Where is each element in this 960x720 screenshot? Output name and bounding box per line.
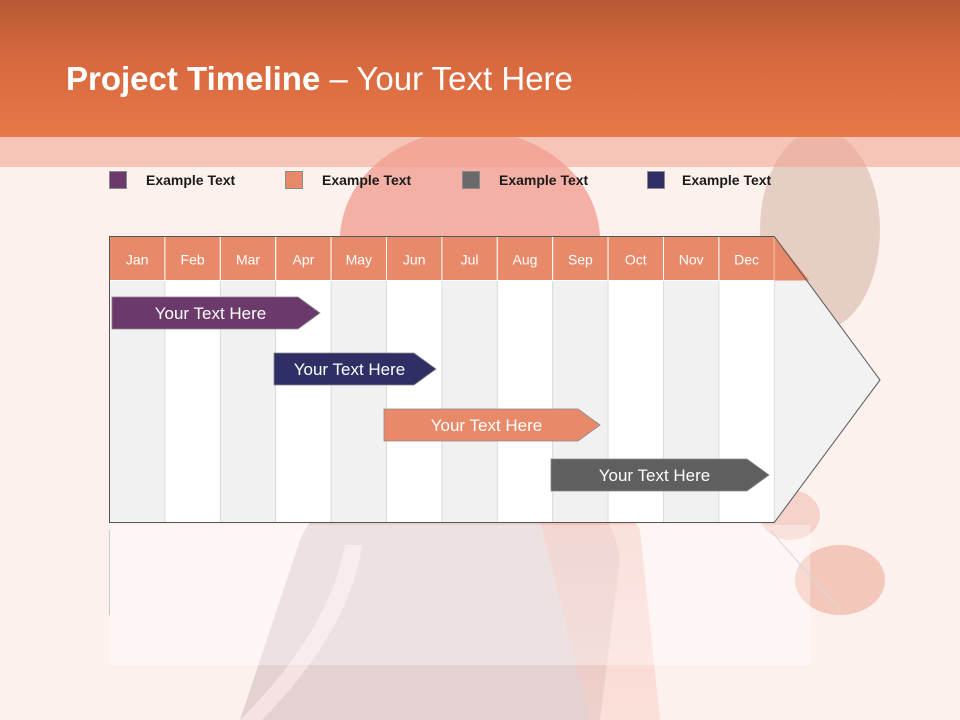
legend-label: Example Text: [146, 172, 236, 188]
month-label: Jul: [461, 252, 479, 268]
legend-swatch: [647, 171, 665, 189]
month-label: Sep: [568, 252, 593, 268]
month-header-cell: [496, 236, 554, 281]
month-column: [496, 280, 554, 523]
month-label: Aug: [513, 252, 538, 268]
title-rest: – Your Text Here: [320, 60, 573, 97]
legend-label: Example Text: [499, 172, 589, 188]
month-label: Jan: [126, 252, 149, 268]
legend-swatch: [462, 171, 480, 189]
timeline-arrow-outline: [109, 236, 881, 523]
task-bar-label: Your Text Here: [599, 466, 711, 485]
legend-swatch: [285, 171, 303, 189]
task-bar: [550, 458, 770, 492]
slide-title: Project Timeline – Your Text Here: [66, 60, 573, 98]
month-label: May: [346, 252, 372, 268]
task-bar: [111, 296, 321, 330]
header-strip: [0, 137, 960, 167]
task-bar: [383, 408, 601, 442]
legend-label: Example Text: [682, 172, 772, 188]
month-label: Dec: [734, 252, 759, 268]
task-bar-label: Your Text Here: [155, 304, 267, 323]
month-label: Feb: [181, 252, 205, 268]
month-label: Nov: [679, 252, 704, 268]
task-bar-label: Your Text Here: [431, 416, 543, 435]
month-column: [386, 280, 443, 523]
month-header-cell: [441, 236, 498, 281]
header-band: [0, 0, 960, 137]
month-headers: Jan Feb Mar Apr May Jun Jul Aug Sep Oct Nov Dec: [109, 236, 810, 281]
legend-label: Example Text: [322, 172, 412, 188]
task-bar-label: Your Text Here: [294, 360, 406, 379]
month-column: [441, 280, 498, 523]
month-header-cell: [109, 236, 166, 281]
month-header-cell: [219, 236, 277, 281]
month-label: Jun: [403, 252, 426, 268]
title-bold: Project Timeline: [66, 60, 321, 97]
month-column: [330, 280, 387, 523]
month-header-tip: [774, 236, 810, 281]
month-label: Mar: [236, 252, 260, 268]
task-bar: [273, 352, 437, 386]
month-header-cell: [386, 236, 443, 281]
month-header-cell: [164, 236, 221, 281]
month-header-cell: [718, 236, 775, 281]
month-label: Apr: [293, 252, 315, 268]
legend-swatch: [109, 171, 127, 189]
month-label: Oct: [625, 252, 647, 268]
